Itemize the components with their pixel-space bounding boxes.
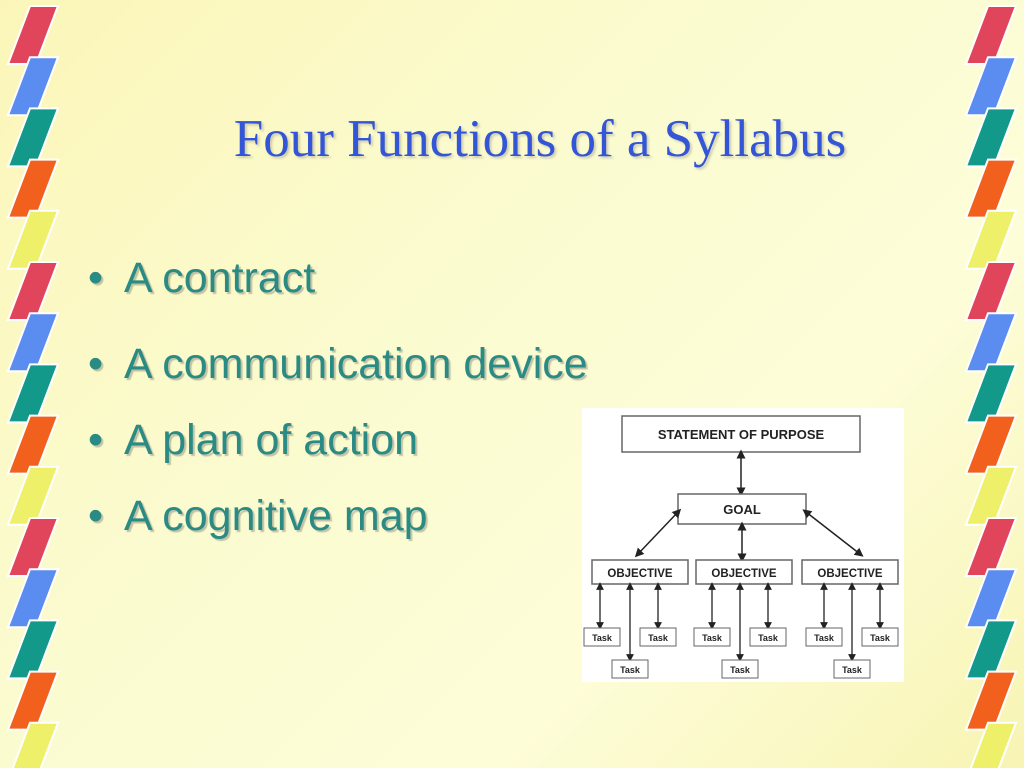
goal-objective-arrow	[802, 509, 864, 557]
task-label: Task	[870, 633, 891, 643]
bullet-dot: •	[88, 254, 104, 302]
task-box	[611, 659, 649, 679]
left-decorative-border	[6, 5, 60, 768]
border-tile	[6, 312, 60, 373]
objective-group: OBJECTIVE Task Task Task	[801, 559, 899, 679]
syllabus-hierarchy-diagram: STATEMENT OF PURPOSE GOAL OBJECTIVE Task…	[582, 408, 904, 682]
bullet-text: A cognitive map	[124, 492, 428, 540]
task-label: Task	[814, 633, 835, 643]
border-tile	[6, 5, 60, 65]
objective-group: OBJECTIVE Task Task Task	[693, 559, 793, 679]
border-tile	[6, 670, 60, 731]
border-tile	[6, 261, 60, 321]
slide-title: Four Functions of a Syllabus	[233, 110, 847, 168]
border-tile	[11, 721, 60, 768]
goal-label: GOAL	[723, 502, 761, 517]
border-tile	[969, 721, 1018, 768]
objective-box	[801, 559, 899, 585]
border-tile	[6, 107, 60, 168]
goal-objective-arrow	[634, 508, 682, 558]
border-tile	[964, 5, 1018, 65]
objective-label: OBJECTIVE	[817, 568, 883, 580]
task-label: Task	[758, 633, 779, 643]
border-tile	[964, 158, 1018, 219]
border-tile	[6, 363, 60, 424]
bullet-item: • A contract	[88, 248, 315, 308]
task-label: Task	[730, 665, 751, 675]
task-box	[639, 627, 677, 647]
bullet-dot: •	[88, 416, 104, 464]
border-tile	[6, 158, 60, 219]
bullet-item: • A plan of action	[88, 410, 418, 470]
task-label: Task	[620, 665, 641, 675]
right-decorative-border	[964, 5, 1018, 768]
border-tile	[964, 670, 1018, 731]
border-tile	[6, 414, 60, 475]
border-tile	[6, 619, 60, 680]
task-label: Task	[592, 633, 613, 643]
bullet-item: • A cognitive map	[88, 486, 428, 546]
objective-label: OBJECTIVE	[711, 568, 777, 580]
objective-box	[695, 559, 793, 585]
diagram-svg: STATEMENT OF PURPOSE GOAL OBJECTIVE Task…	[583, 415, 899, 679]
objective-label: OBJECTIVE	[607, 568, 673, 580]
border-tile	[964, 209, 1018, 270]
border-tile	[964, 363, 1018, 424]
task-box	[721, 659, 759, 679]
statement-label: STATEMENT OF PURPOSE	[658, 427, 825, 442]
border-tile	[964, 465, 1018, 526]
border-tile	[964, 568, 1018, 629]
border-tile	[6, 465, 60, 526]
border-tile	[964, 517, 1018, 577]
border-tile	[6, 209, 60, 270]
task-label: Task	[648, 633, 669, 643]
border-tile	[964, 312, 1018, 373]
bullet-dot: •	[88, 492, 104, 540]
task-box	[833, 659, 871, 679]
border-tile	[964, 414, 1018, 475]
task-box	[583, 627, 621, 647]
border-tile	[6, 568, 60, 629]
border-tile	[964, 56, 1018, 117]
bullet-text: A communication device	[124, 340, 588, 388]
task-label: Task	[702, 633, 723, 643]
border-tile	[6, 56, 60, 117]
border-tile	[964, 107, 1018, 168]
border-tile	[6, 517, 60, 577]
bullet-dot: •	[88, 340, 104, 388]
task-box	[861, 627, 899, 647]
objective-box	[591, 559, 689, 585]
objective-group: OBJECTIVE Task Task Task	[583, 559, 689, 679]
bullet-item: • A communication device	[88, 334, 588, 394]
task-box	[749, 627, 787, 647]
task-label: Task	[842, 665, 863, 675]
border-tile	[964, 261, 1018, 321]
bullet-text: A contract	[124, 254, 316, 302]
border-tile	[964, 619, 1018, 680]
task-box	[693, 627, 731, 647]
bullet-text: A plan of action	[124, 416, 419, 464]
task-box	[805, 627, 843, 647]
